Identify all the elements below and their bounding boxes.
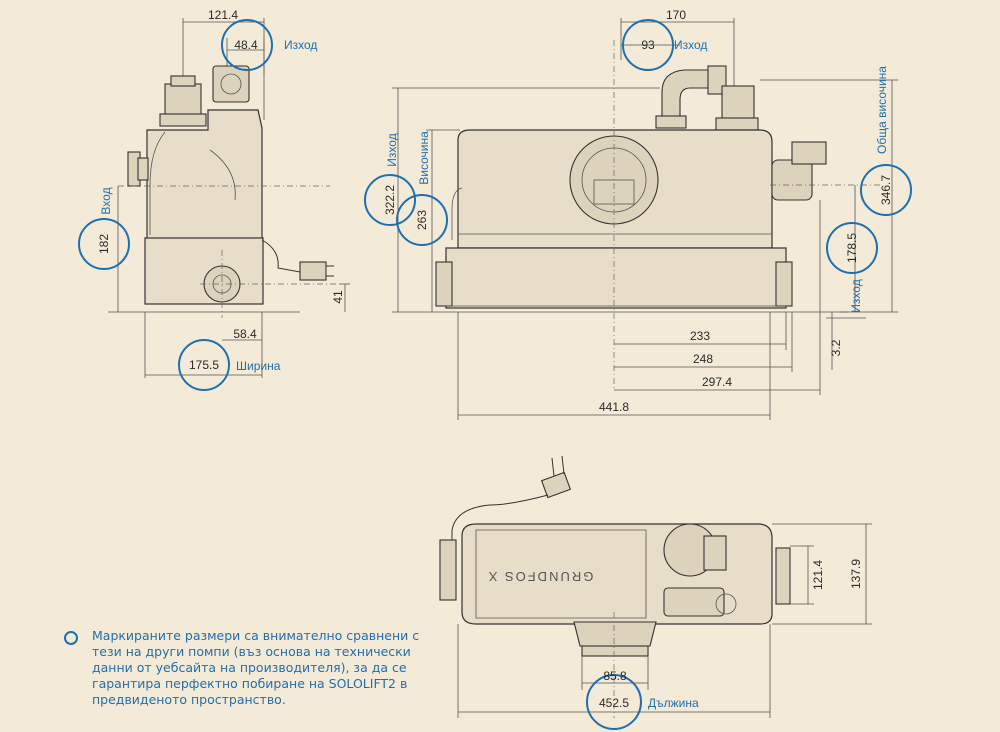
brand-logo: GRUNDFOS X	[487, 569, 594, 584]
front-178-ring	[826, 222, 878, 274]
label-front-height: Височина	[417, 131, 431, 185]
dim-top-length: 452.5	[599, 696, 629, 710]
top-length-ring	[586, 674, 642, 730]
dim-side-bottom-41: 41	[331, 290, 345, 304]
front-total-height-ring	[860, 164, 912, 216]
dim-top-121: 121.4	[811, 560, 825, 590]
side-width-ring	[178, 339, 230, 391]
side-inlet-ring	[78, 218, 130, 270]
footnote-text: Маркираните размери са внимателно сравне…	[92, 628, 420, 707]
front-outlet-ring	[622, 19, 674, 71]
label-front-outlet: Изход	[674, 38, 707, 52]
label-front-total-height: Обща височина	[875, 66, 889, 154]
front-view	[392, 18, 898, 420]
side-view	[108, 18, 350, 378]
side-outlet-ring	[221, 19, 273, 71]
dim-front-height-263: 263	[415, 210, 429, 230]
dim-front-233: 233	[690, 329, 710, 343]
label-top-length: Дължина	[648, 696, 699, 710]
label-front-outlet-lower: Изход	[849, 279, 863, 312]
dim-top-85: 85.8	[603, 669, 627, 683]
dim-side-width: 175.5	[189, 358, 219, 372]
dim-front-outlet: 93	[641, 38, 655, 52]
dim-front-178: 178.5	[845, 233, 859, 263]
dim-front-441: 441.8	[599, 400, 629, 414]
label-side-outlet: Изход	[284, 38, 317, 52]
dim-side-inlet: 182	[97, 234, 111, 254]
front-height-ring-a	[364, 174, 416, 226]
dim-front-top: 170	[666, 8, 686, 22]
dim-side-top-width: 121.4	[208, 8, 238, 22]
dim-front-total-height: 346.7	[879, 175, 893, 205]
note-ring-icon	[64, 631, 78, 645]
front-height-ring-b	[396, 194, 448, 246]
dim-top-137: 137.9	[849, 559, 863, 589]
dim-side-outlet: 48.4	[234, 38, 258, 52]
top-view	[439, 455, 872, 718]
label-side-inlet: Вход	[99, 187, 113, 214]
dim-front-297: 297.4	[702, 375, 732, 389]
dim-side-58: 58.4	[233, 327, 257, 341]
dim-front-3-2: 3.2	[829, 339, 843, 356]
footnote: Маркираните размери са внимателно сравне…	[64, 628, 424, 708]
label-side-width: Ширина	[236, 359, 281, 373]
label-front-outlet-vertical: Изход	[385, 133, 399, 166]
dim-front-height-322: 322.2	[383, 185, 397, 215]
dim-front-248: 248	[693, 352, 713, 366]
